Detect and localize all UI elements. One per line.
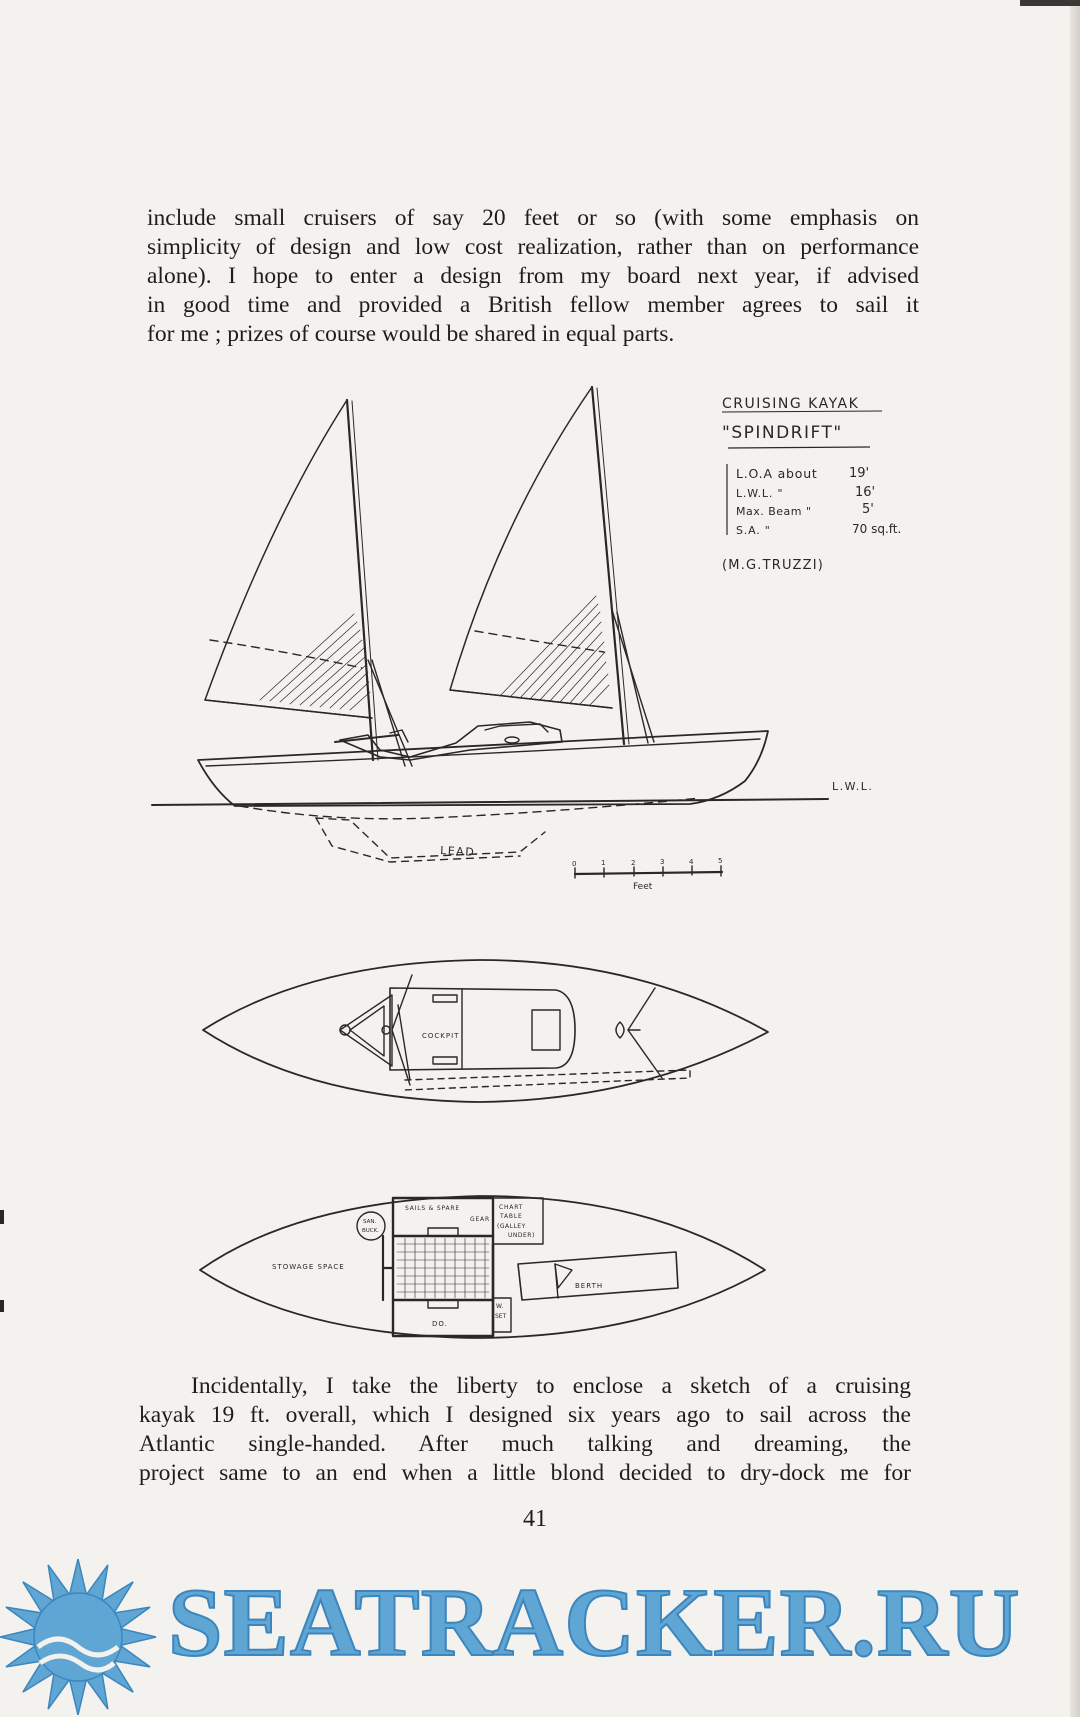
text-line: include small cruisers of say 20 feet or… <box>147 205 919 231</box>
spec-value: 16' <box>855 485 875 500</box>
galley-label: (GALLEY <box>497 1223 526 1230</box>
watermark-logo <box>0 1558 157 1715</box>
text-line: alone). I hope to enter a design from my… <box>147 263 919 289</box>
spec-label: L.O.A about <box>736 466 818 481</box>
text-line: Atlantic single-handed. After much talki… <box>139 1431 911 1457</box>
spec-label: L.W.L. " <box>736 487 783 500</box>
berth-label: BERTH <box>575 1282 603 1290</box>
text-line: project same to an end when a little blo… <box>139 1460 911 1486</box>
accommodation-plan <box>199 1195 766 1339</box>
watermark-text: SEATRACKER.RU <box>167 1568 1021 1678</box>
scale-tick: 0 <box>572 860 576 868</box>
spec-label: Max. Beam " <box>736 505 812 518</box>
text-line: in good time and provided a British fell… <box>147 292 919 318</box>
spec-value: 5' <box>862 502 874 517</box>
text-line: for me ; prizes of course would be share… <box>147 321 675 347</box>
do-label: DO. <box>432 1320 448 1328</box>
deck-plan <box>202 959 769 1103</box>
table-label: TABLE <box>499 1213 523 1220</box>
drawing-name: "SPINDRIFT" <box>722 423 843 443</box>
scale-tick: 2 <box>631 859 635 867</box>
page-number: 41 <box>523 1506 547 1532</box>
w-label: W. <box>496 1303 503 1310</box>
text-line: Incidentally, I take the liberty to encl… <box>191 1373 911 1399</box>
stowage-label: STOWAGE SPACE <box>272 1263 345 1271</box>
lwl-label: L.W.L. <box>832 780 873 793</box>
san-label: SAN. <box>363 1219 376 1225</box>
spec-value: 70 sq.ft. <box>852 522 901 536</box>
scale-unit: Feet <box>633 882 653 892</box>
cockpit-label: COCKPIT <box>422 1032 459 1040</box>
paragraph-bottom: Incidentally, I take the liberty to encl… <box>139 1372 911 1488</box>
lead-label: LEAD <box>440 844 476 859</box>
set-label: SET <box>495 1313 507 1320</box>
scale-tick: 4 <box>689 858 694 866</box>
spec-value: 19' <box>849 466 869 481</box>
sails-label: SAILS & SPARE <box>405 1205 460 1212</box>
page-edge <box>1070 0 1080 1717</box>
scale-tick: 3 <box>660 858 664 866</box>
text-line: simplicity of design and low cost realiz… <box>147 234 919 260</box>
spec-label: S.A. " <box>736 524 771 537</box>
buck-label: BUCK. <box>362 1228 379 1234</box>
under-label: UNDER) <box>508 1232 535 1239</box>
side-elevation <box>151 385 829 879</box>
page-edge-top <box>1020 0 1080 6</box>
paragraph-top: include small cruisers of say 20 feet or… <box>147 204 919 349</box>
scale-tick: 1 <box>601 859 605 867</box>
gear-label: GEAR <box>470 1216 490 1223</box>
sun-icon <box>0 1558 157 1715</box>
scale-tick: 5 <box>718 857 722 865</box>
designer-credit: (M.G.TRUZZI) <box>722 558 824 573</box>
text-line: kayak 19 ft. overall, which I designed s… <box>139 1402 911 1428</box>
chart-label: CHART <box>499 1204 523 1211</box>
drawing-title: CRUISING KAYAK <box>722 396 859 412</box>
